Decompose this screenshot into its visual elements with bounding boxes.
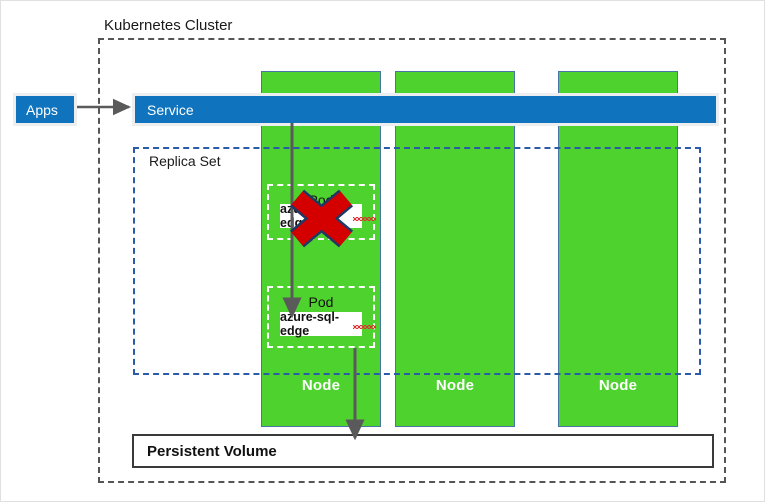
node-label-3: Node [598, 377, 638, 394]
replica-set-label: Replica Set [149, 153, 221, 169]
pod-2-container-label: azure-sql-edge [280, 310, 340, 338]
apps-box[interactable]: Apps [13, 93, 77, 126]
persistent-volume-box: Persistent Volume [132, 434, 714, 468]
pod-1: Pod azure-sql-edge [267, 184, 376, 240]
apps-label: Apps [26, 101, 58, 118]
pod-2-label: Pod [308, 294, 334, 310]
service-bar[interactable]: Service [132, 93, 719, 126]
pod-2: Pod azure-sql-edge [267, 286, 376, 348]
kubernetes-cluster-boundary [98, 38, 726, 483]
service-label: Service [147, 101, 194, 118]
node-label-1: Node [301, 377, 341, 394]
replica-set-boundary [133, 147, 701, 375]
node-column-3: Node [558, 71, 678, 427]
spellcheck-squiggle-icon [353, 325, 376, 329]
node-column-1: Node [261, 71, 381, 427]
cluster-title: Kubernetes Cluster [104, 17, 233, 34]
pod-1-container-label: azure-sql-edge [280, 202, 340, 230]
spellcheck-squiggle-icon [353, 217, 376, 221]
pod-2-container: azure-sql-edge [280, 310, 376, 338]
node-label-2: Node [435, 377, 475, 394]
node-column-2: Node [395, 71, 515, 427]
pod-1-container: azure-sql-edge [280, 202, 376, 230]
persistent-volume-label: Persistent Volume [147, 442, 277, 460]
